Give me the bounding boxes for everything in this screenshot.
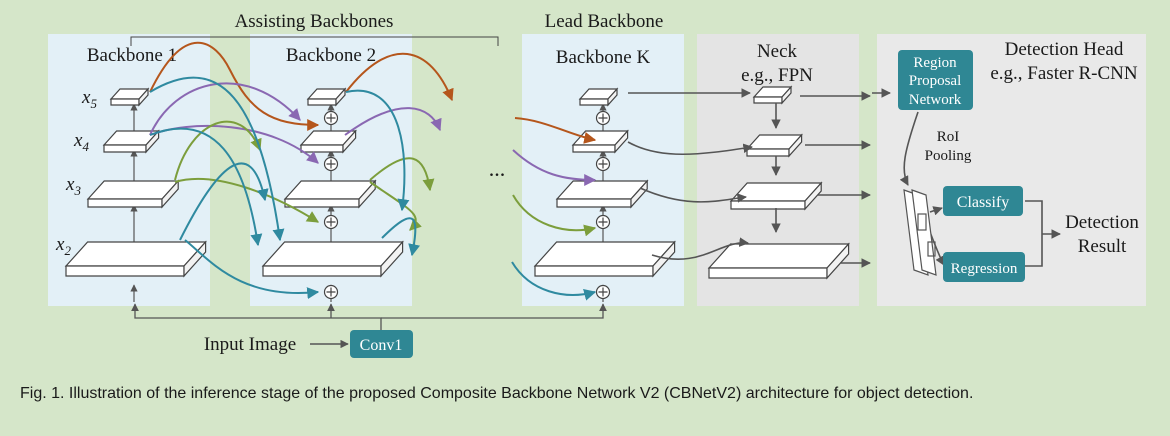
head-title: Detection Head xyxy=(1005,39,1124,60)
rpn-label-1: Region xyxy=(913,55,957,71)
level-label-x2: x2 xyxy=(55,234,71,258)
roi-label-2: Pooling xyxy=(925,148,972,164)
connection-xK-x2-in xyxy=(511,261,597,301)
connection-x2-to-b2-x2 xyxy=(184,239,320,300)
connection-x4-teal-to-b2 xyxy=(149,127,263,247)
regression-box xyxy=(943,252,1025,282)
classify-box xyxy=(943,186,1023,216)
feature-map-b2-l4 xyxy=(299,129,357,154)
connection-x5-to-b2 xyxy=(149,41,320,131)
rpn-box xyxy=(898,50,973,110)
lateral-connections xyxy=(627,88,1060,268)
plus-node-b2-l3 xyxy=(323,214,339,230)
head-example: e.g., Faster R-CNN xyxy=(990,63,1138,84)
conv1-distribution xyxy=(131,303,607,330)
neck-example: e.g., FPN xyxy=(741,65,813,86)
connection-x3-to-b2-x5 xyxy=(174,120,262,181)
feature-map-b1-l4 xyxy=(102,129,160,154)
assisting-bracket xyxy=(130,36,499,46)
neck-map-l5 xyxy=(752,85,793,105)
level-label-x3: x3 xyxy=(65,174,81,198)
composite-connections xyxy=(149,41,597,301)
plus-node-bK-l3 xyxy=(595,214,611,230)
connection-b2-x3-out2 xyxy=(369,181,422,231)
plus-node-bK-l4 xyxy=(595,156,611,172)
feature-map-b1-l5 xyxy=(109,87,150,107)
connection-b2-x3-out1 xyxy=(369,157,435,192)
neck-map-l2 xyxy=(707,242,850,280)
regression-label: Regression xyxy=(951,261,1018,277)
result-label-2: Result xyxy=(1078,236,1127,257)
feature-map-b2-l3 xyxy=(283,179,377,209)
input-image-label: Input Image xyxy=(204,334,296,355)
connection-x5-teal-to-b2 xyxy=(149,76,285,242)
cbnetv2-diagram: Assisting Backbones Lead Backbone Backbo… xyxy=(48,11,1146,358)
classify-label: Classify xyxy=(957,194,1009,211)
conv1-label: Conv1 xyxy=(360,337,403,354)
plus-node-bK-l2 xyxy=(595,284,611,300)
rpn-label-3: Network xyxy=(909,92,962,108)
connection-b2-x2-out1 xyxy=(381,217,420,257)
plus-node-bK-l5 xyxy=(595,110,611,126)
lateral-x4 xyxy=(627,141,753,156)
neck-map-l4 xyxy=(745,133,803,158)
roi-to-classify xyxy=(929,206,943,216)
feature-map-b1-l3 xyxy=(86,179,180,209)
feature-map-b2-l2 xyxy=(261,240,404,278)
rpn-to-roi xyxy=(899,111,919,186)
neck-map-l3 xyxy=(729,181,823,211)
connection-xK-x5-in xyxy=(514,117,597,144)
feature-map-b1-l2 xyxy=(64,240,207,278)
level-label-x5: x5 xyxy=(81,87,97,111)
plus-node-b2-l2 xyxy=(323,284,339,300)
connection-xK-x3-in xyxy=(512,194,597,237)
backbone2-title: Backbone 2 xyxy=(286,45,376,66)
connection-x4-to-b2-x5 xyxy=(149,82,301,136)
feature-map-b2-l5 xyxy=(306,87,347,107)
connection-b2-x2-out2 xyxy=(345,89,410,212)
lateral-x3 xyxy=(639,187,747,203)
conv1-box xyxy=(350,330,413,358)
ellipsis: ... xyxy=(489,156,506,181)
connection-b2-x5-out xyxy=(345,52,454,102)
plus-node-b2-l4 xyxy=(323,156,339,172)
assisting-label: Assisting Backbones xyxy=(235,11,394,32)
connection-x2-to-b2-x4 xyxy=(179,162,269,241)
feature-map-bK-l3 xyxy=(555,179,649,209)
result-merge xyxy=(1025,200,1060,267)
lateral-x2 xyxy=(651,237,749,260)
connection-xK-x4-in xyxy=(512,149,597,186)
rpn-label-2: Proposal xyxy=(909,73,962,89)
roi-pooled-features xyxy=(903,189,937,276)
backboneK-title: Backbone K xyxy=(556,47,651,68)
level-label-x4: x4 xyxy=(73,130,89,154)
roi-label-1: RoI xyxy=(937,129,960,145)
neck-title: Neck xyxy=(757,41,798,62)
lead-label: Lead Backbone xyxy=(545,11,664,32)
result-label-1: Detection xyxy=(1065,212,1139,233)
backbone1-title: Backbone 1 xyxy=(87,45,177,66)
connection-b2-x4-out xyxy=(344,107,442,136)
feature-map-bK-l5 xyxy=(578,87,619,107)
plus-node-b2-l5 xyxy=(323,110,339,126)
feature-map-bK-l2 xyxy=(533,240,676,278)
figure-caption: Fig. 1. Illustration of the inference st… xyxy=(20,385,974,402)
